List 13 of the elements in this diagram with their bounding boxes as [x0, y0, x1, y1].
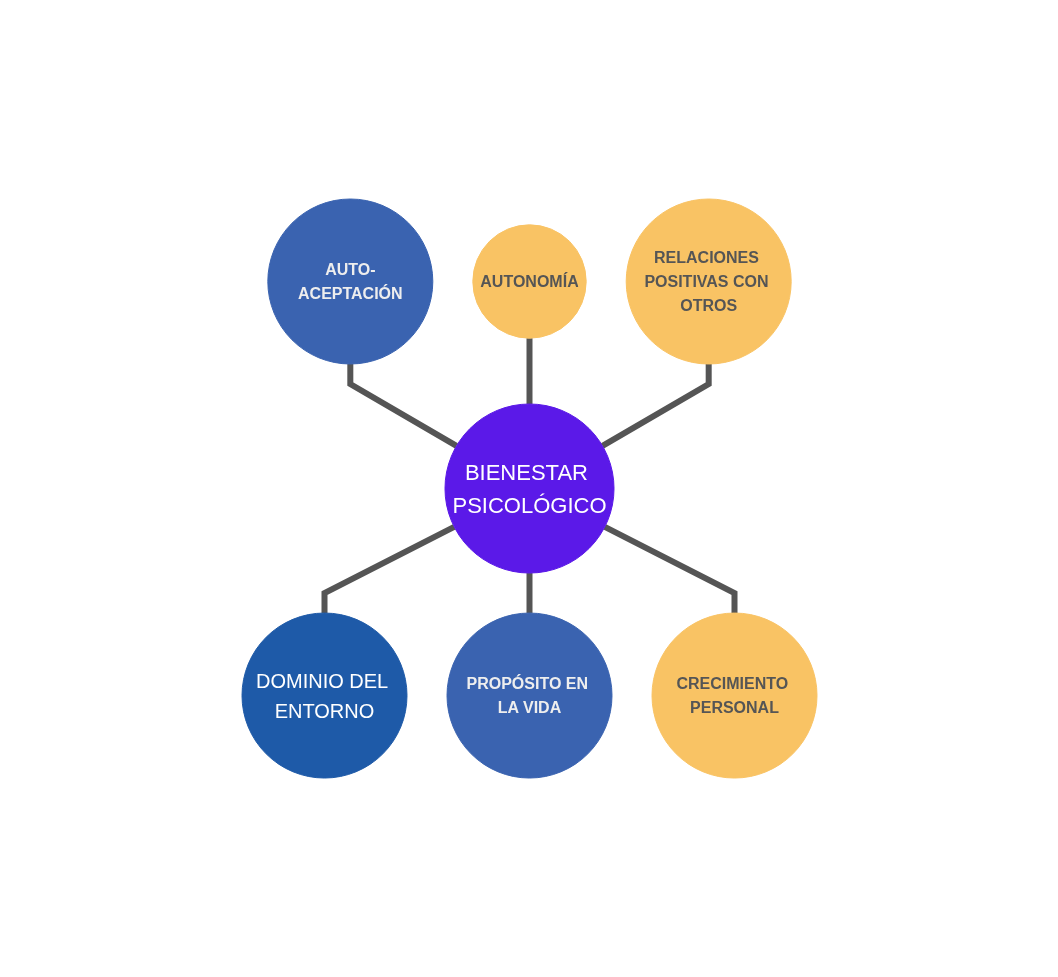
node-circle: BIENESTAR PSICOLÓGICO [444, 403, 614, 574]
node-circle: PROPÓSITO EN LA VIDA [446, 612, 612, 779]
node-circle: AUTONOMÍA [471, 224, 587, 339]
connector [526, 338, 532, 404]
connector [602, 524, 737, 613]
node-circle: DOMINIO DEL ENTORNO [241, 612, 407, 779]
connector [600, 364, 712, 449]
node-circle: CRECIMIENTO PERSONAL [651, 612, 817, 779]
node-circle: RELACIONES POSITIVAS CON OTROS [625, 198, 792, 365]
connector [321, 524, 456, 613]
connector [346, 364, 458, 449]
node-circle: AUTO-ACEPTACIÓN [266, 198, 433, 365]
connector [526, 573, 532, 613]
